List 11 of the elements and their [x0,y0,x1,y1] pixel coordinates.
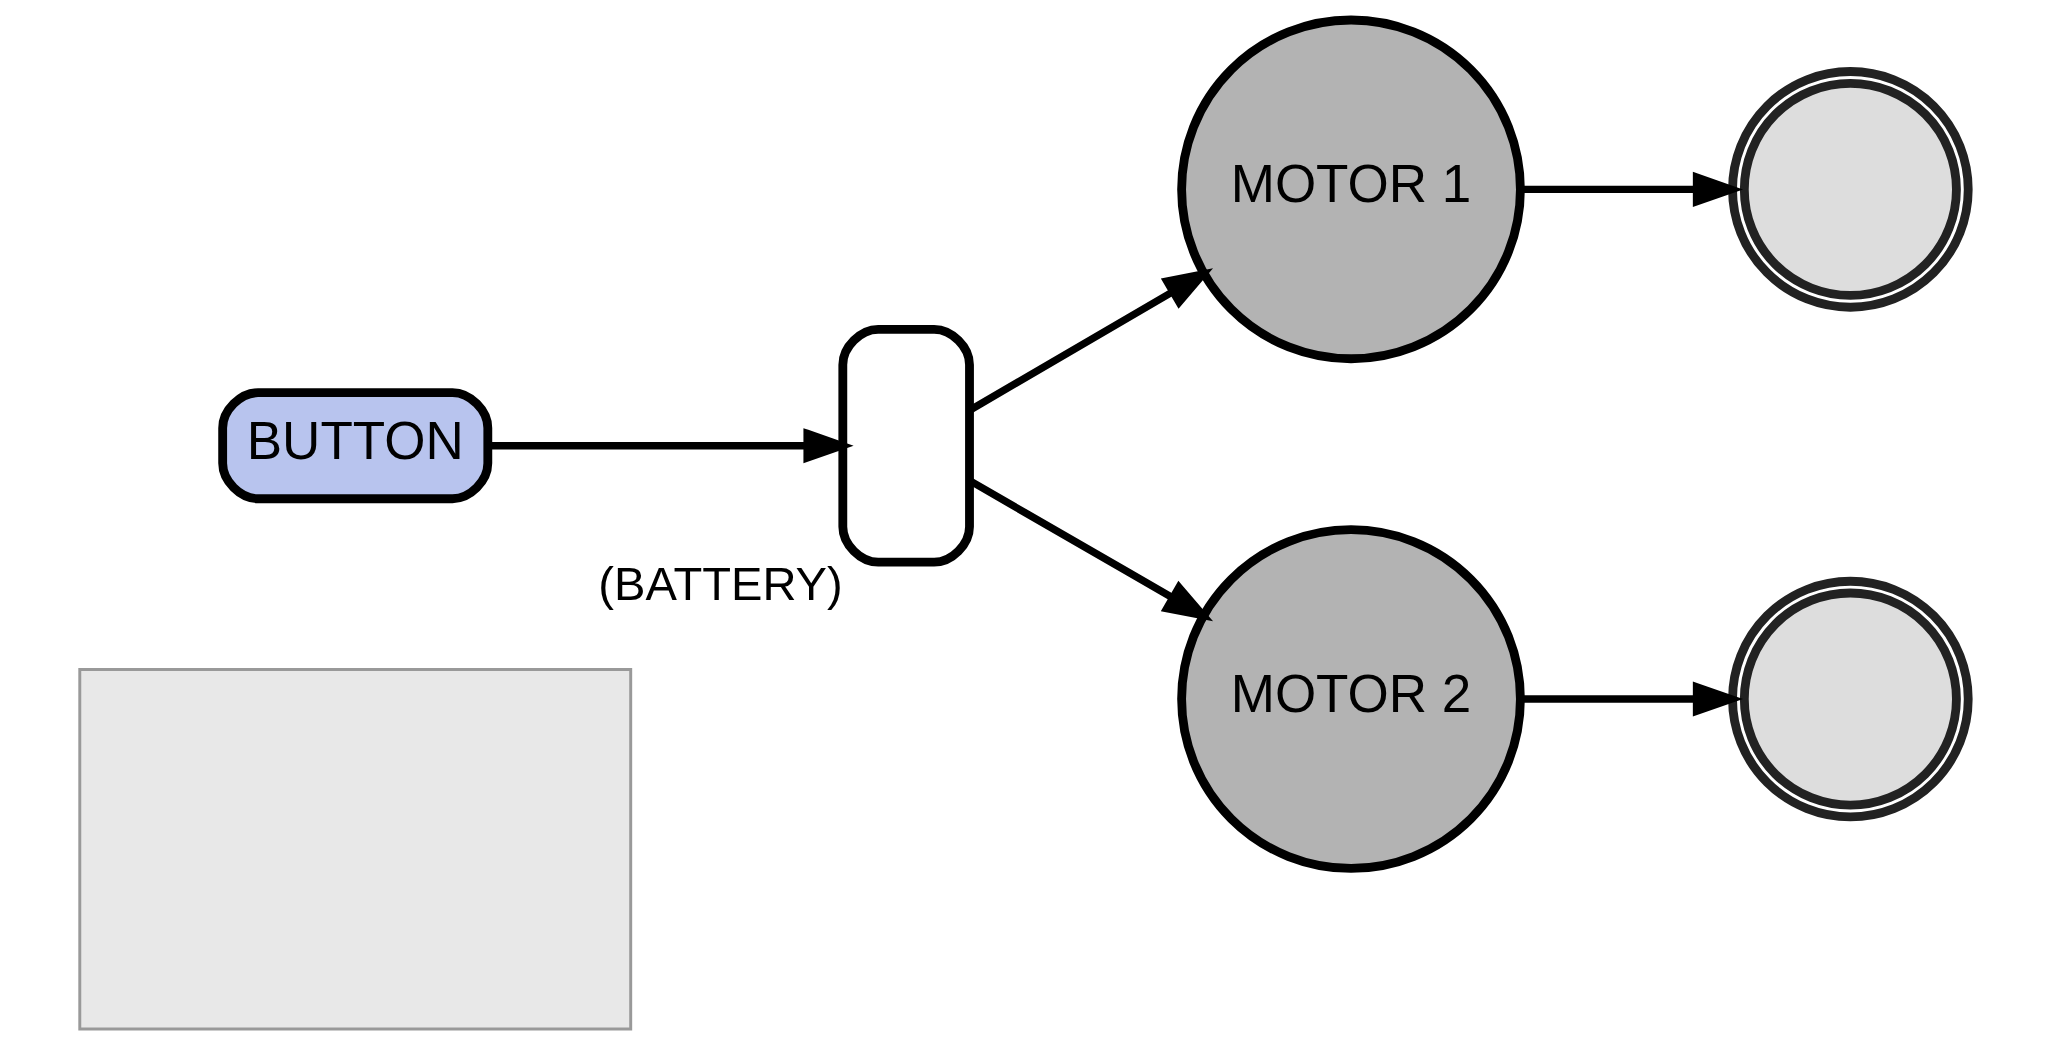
node-battery [838,324,974,567]
node-circle: MOTOR 2 [1177,525,1525,873]
node-circle: MOTOR 1 [1177,15,1525,364]
node-box [78,668,633,1031]
node-box: BUTTON [218,388,493,504]
node-label: (BATTERY) [598,556,843,610]
node-wheel [1728,576,1973,822]
arrow [1521,681,1744,717]
arrow [488,428,854,464]
arrow [1521,171,1744,207]
node-wheel [1728,67,1973,312]
